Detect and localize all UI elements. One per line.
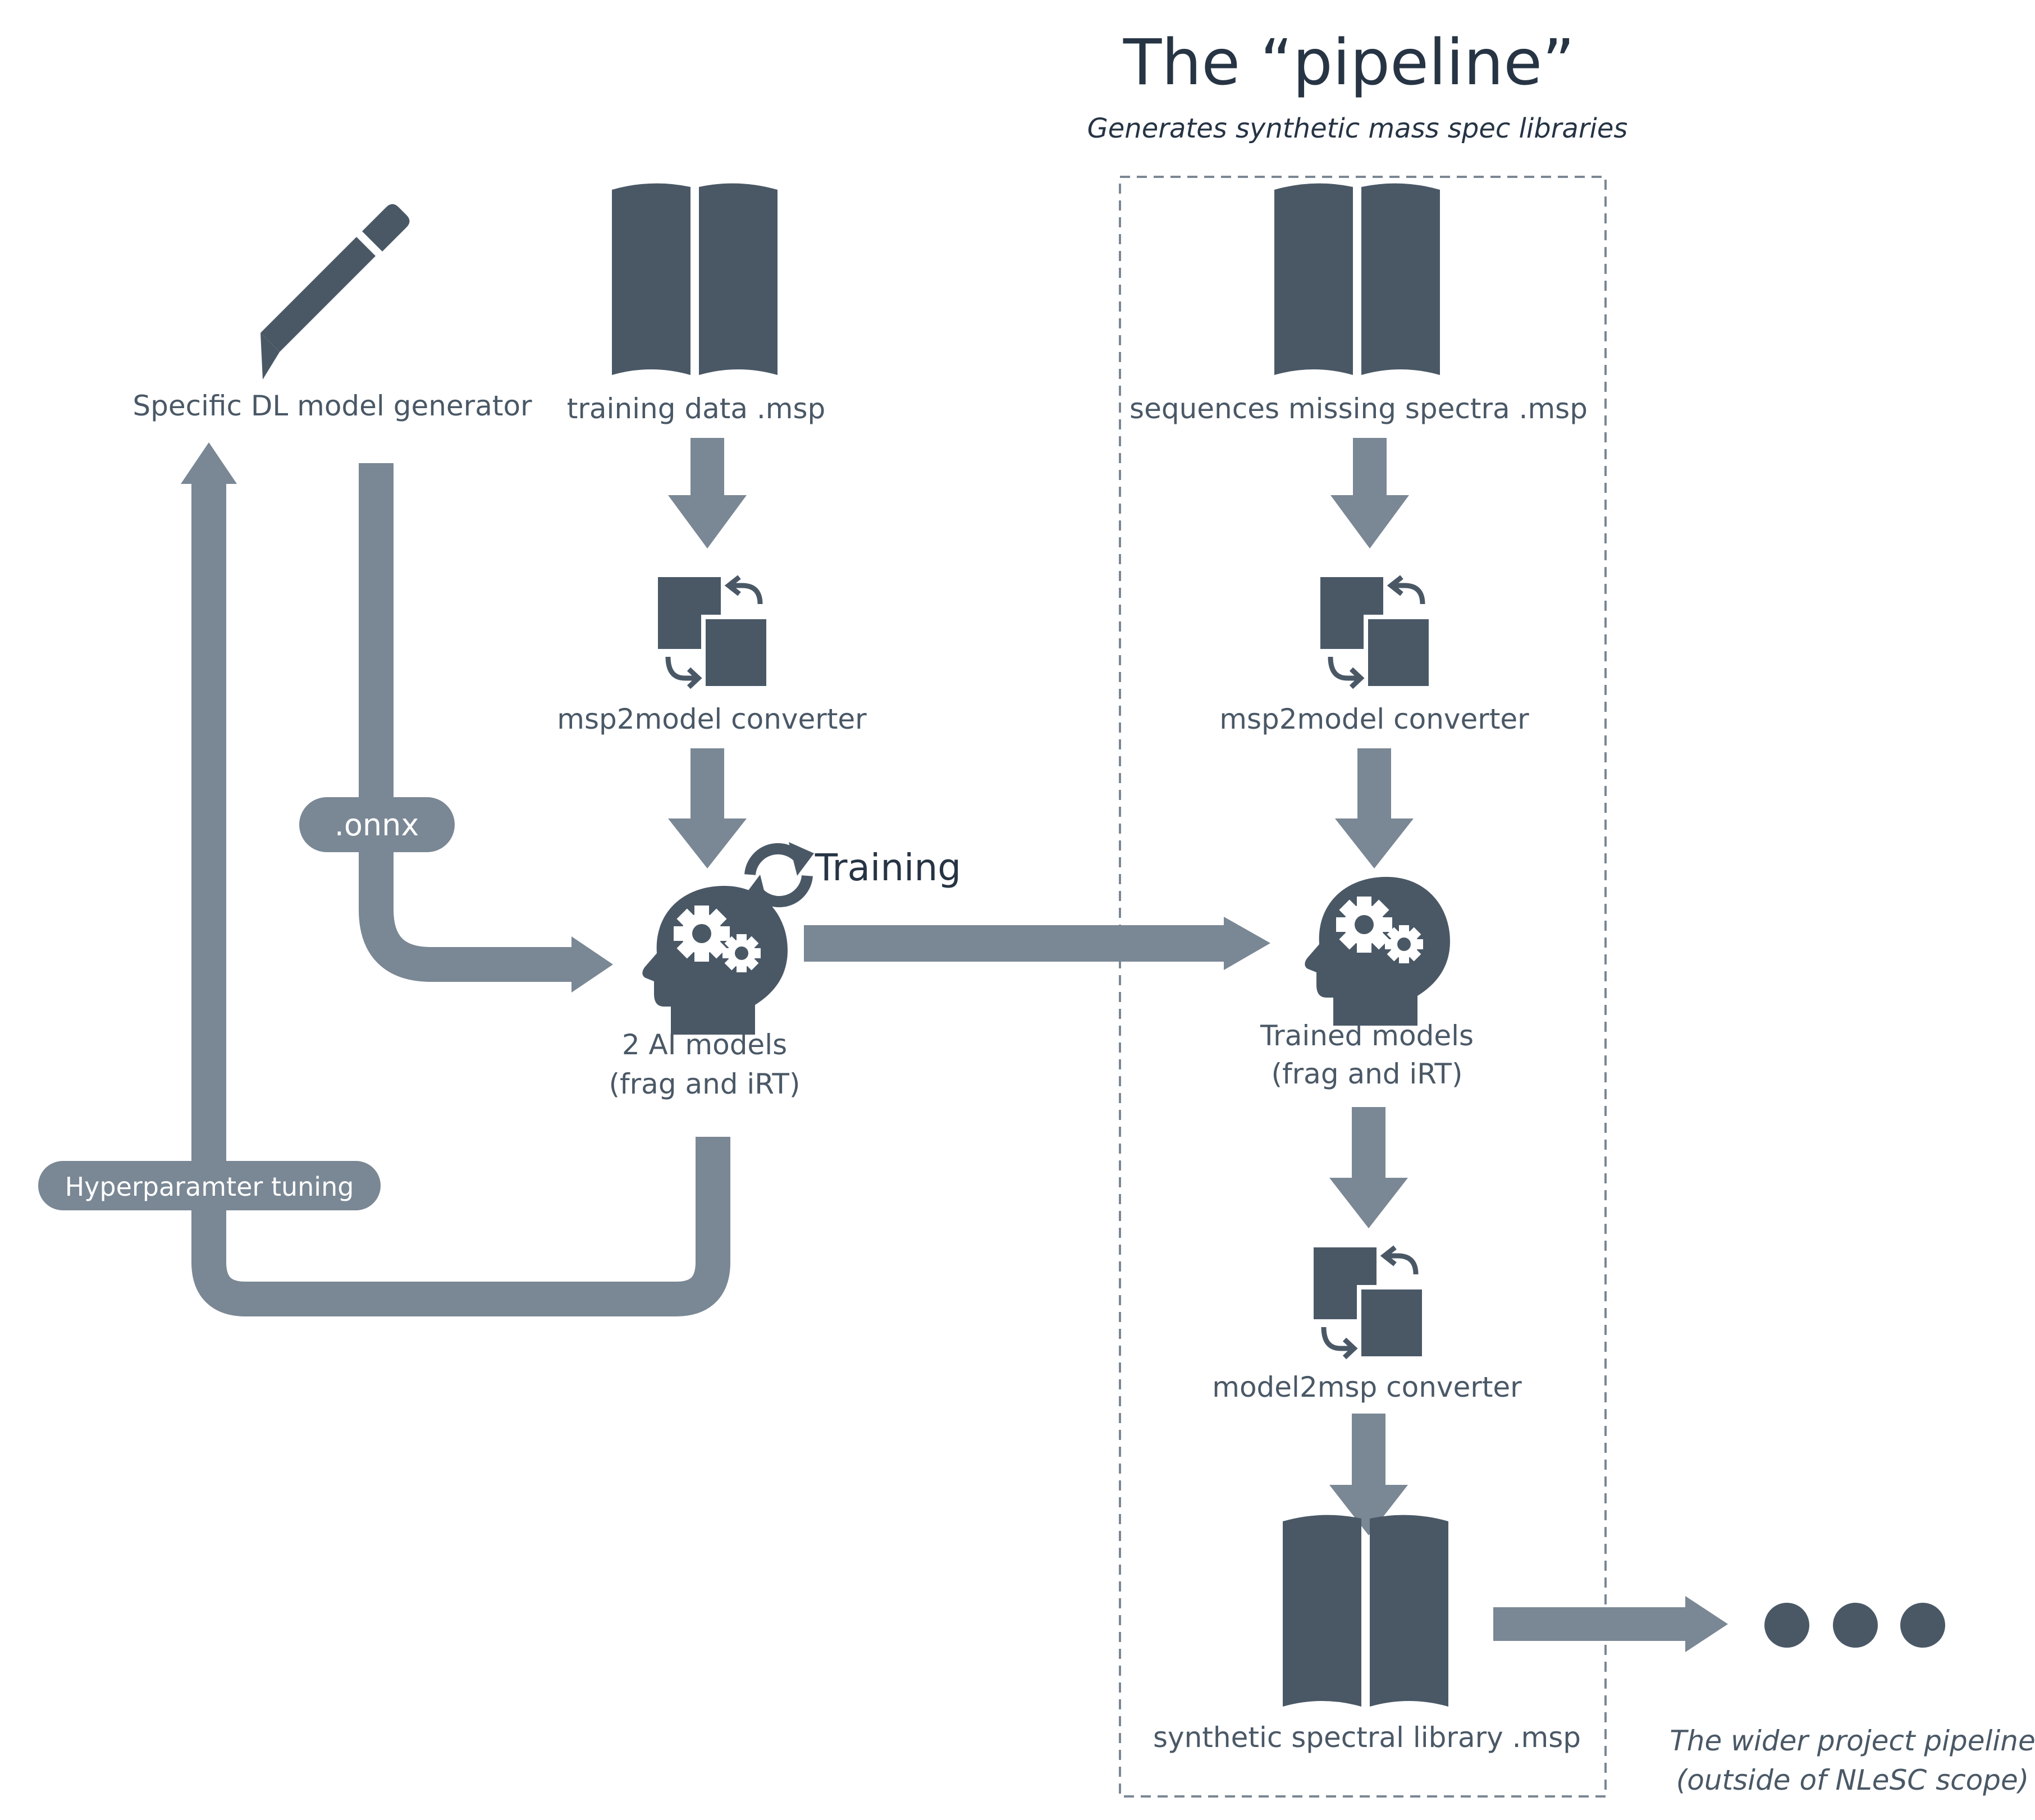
arrow-converter-to-trained — [1335, 748, 1414, 868]
arrow-converter-to-models — [668, 748, 747, 868]
book-icon-training-data — [612, 183, 778, 375]
arrow-onnx-path — [359, 463, 574, 982]
convert-icon-model2msp — [1314, 1247, 1422, 1357]
arrow-model2msp-to-library — [1329, 1414, 1408, 1535]
training-data-label: training data .msp — [567, 392, 826, 425]
page-title: The “pipeline” — [1123, 26, 1575, 99]
onnx-badge: .onnx — [299, 797, 455, 852]
convert-icon-left — [658, 577, 766, 687]
wider-pipeline-line1: The wider project pipeline — [1670, 1725, 2035, 1757]
page-subtitle: Generates synthetic mass spec libraries — [1087, 113, 1628, 144]
book-icon-synthetic-library — [1283, 1515, 1448, 1707]
pencil-icon — [260, 204, 410, 379]
pipeline-converter-label: msp2model converter — [1219, 703, 1529, 735]
ai-head-icon-trained — [1305, 877, 1450, 1026]
book-icon-sequences — [1274, 183, 1440, 375]
models-label-line2: (frag and iRT) — [609, 1068, 801, 1100]
ai-head-icon-left — [642, 886, 788, 1035]
trained-label-line2: (frag and iRT) — [1272, 1058, 1463, 1090]
model2msp-label: model2msp converter — [1212, 1371, 1522, 1403]
generator-label: Specific DL model generator — [132, 390, 532, 422]
training-label: Training — [815, 846, 961, 889]
arrow-trained-to-model2msp — [1329, 1107, 1408, 1228]
wider-pipeline-line2: (outside of NLeSC scope) — [1676, 1764, 2029, 1796]
arrow-tuning-head — [181, 442, 237, 484]
tuning-badge-label: Hyperparamter tuning — [65, 1172, 354, 1202]
onnx-badge-label: .onnx — [335, 807, 419, 843]
sequences-label: sequences missing spectra .msp — [1129, 392, 1588, 425]
arrow-tuning-path — [191, 482, 730, 1316]
convert-icon-pipeline — [1320, 577, 1429, 687]
arrow-onnx-head — [571, 936, 613, 993]
trained-label-line1: Trained models — [1260, 1019, 1474, 1052]
tuning-badge: Hyperparamter tuning — [38, 1161, 381, 1210]
arrow-models-to-trained — [804, 917, 1270, 970]
arrow-training-data-to-converter — [668, 438, 747, 548]
library-label: synthetic spectral library .msp — [1153, 1721, 1581, 1754]
arrow-library-to-wider-pipeline — [1493, 1596, 1728, 1652]
ellipsis-dots — [1764, 1603, 1945, 1648]
left-converter-label: msp2model converter — [557, 703, 867, 735]
pipeline-frame — [1119, 176, 1607, 1798]
models-label-line1: 2 AI models — [622, 1028, 787, 1061]
refresh-icon — [743, 842, 814, 908]
arrow-sequences-to-converter — [1330, 438, 1409, 548]
